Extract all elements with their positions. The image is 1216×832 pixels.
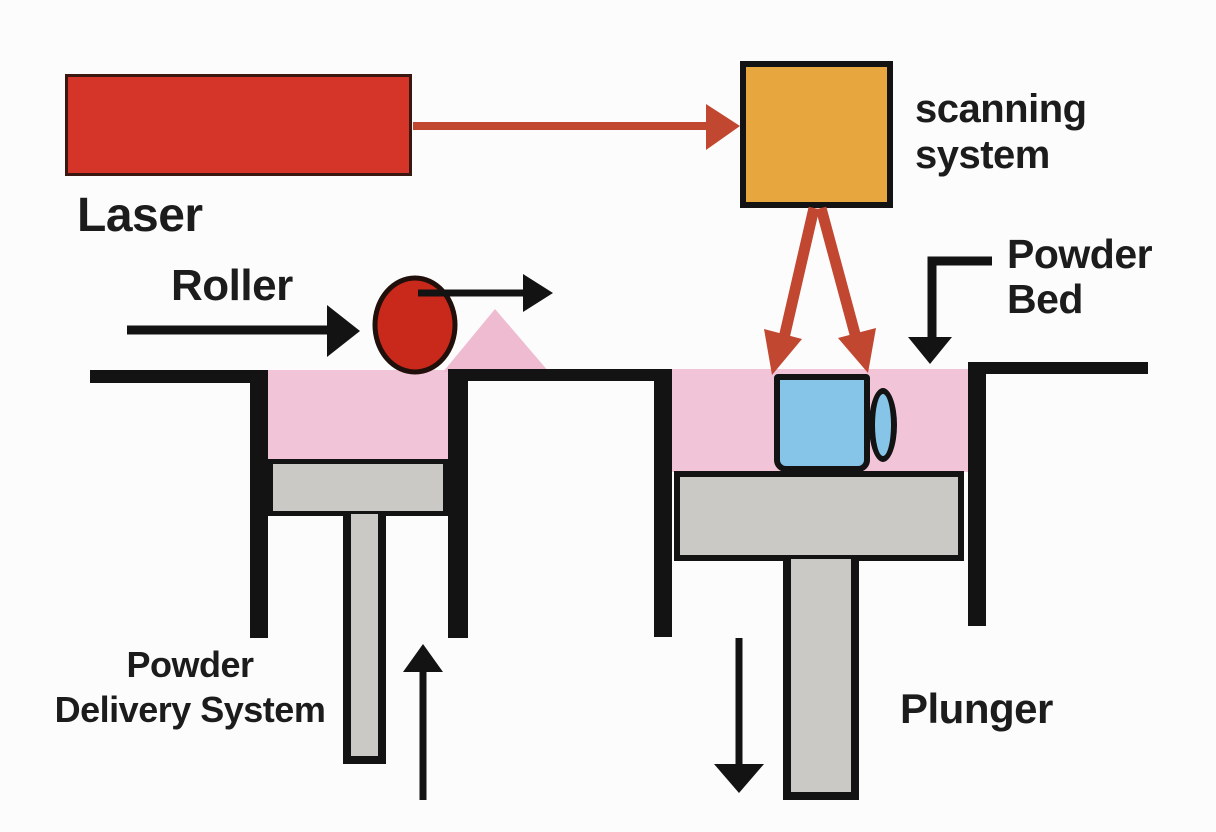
- sintered-part-shape: [774, 374, 870, 472]
- powder-bed-label: Powder Bed: [1007, 231, 1153, 323]
- right-rim: [968, 362, 1148, 374]
- delivery-piston-rod: [343, 514, 386, 764]
- scan-beam-left-arrow-icon: [764, 206, 820, 375]
- delivery-powder-volume: [268, 370, 448, 462]
- powder-delivery-system-label-line1: Powder: [126, 644, 254, 685]
- laser-beam-arrow-icon: [413, 104, 740, 150]
- roller-motion-arrow-icon: [418, 274, 553, 312]
- roller-shape: [372, 275, 458, 375]
- build-chamber-left-wall: [654, 369, 672, 637]
- powder-bed-label-line1: Powder: [1007, 231, 1153, 277]
- powder-delivery-system-label: Powder Delivery System: [30, 642, 350, 732]
- center-deck-bar: [448, 369, 672, 381]
- laser-box: [65, 74, 412, 176]
- delivery-piston-up-arrow-icon: [403, 644, 443, 800]
- powder-heap-triangle: [443, 309, 549, 372]
- build-piston-rod: [783, 559, 859, 800]
- roller-push-arrow-icon: [127, 305, 360, 357]
- part-handle-shape: [869, 388, 897, 462]
- powder-bed-pointer-arrow-icon: [908, 256, 992, 364]
- plunger-label: Plunger: [900, 685, 1053, 732]
- powder-delivery-system-label-line2: Delivery System: [54, 689, 326, 730]
- roller-label: Roller: [171, 261, 293, 310]
- delivery-chamber-left-wall: [250, 370, 268, 638]
- scanning-system-box: [740, 61, 893, 208]
- scanning-system-label-line1: scanning: [915, 87, 1087, 131]
- scan-beam-right-arrow-icon: [815, 206, 876, 373]
- delivery-piston-platform: [268, 459, 448, 516]
- scanning-system-label: scanning system: [915, 86, 1087, 178]
- build-chamber-right-wall: [968, 362, 986, 626]
- scanning-system-label-line2: system: [915, 133, 1050, 177]
- laser-label: Laser: [77, 189, 203, 242]
- build-piston-down-arrow-icon: [714, 638, 764, 793]
- build-piston-platform: [674, 471, 964, 561]
- delivery-chamber-right-wall: [448, 370, 468, 638]
- powder-bed-label-line2: Bed: [1007, 276, 1083, 323]
- left-rim: [90, 370, 268, 383]
